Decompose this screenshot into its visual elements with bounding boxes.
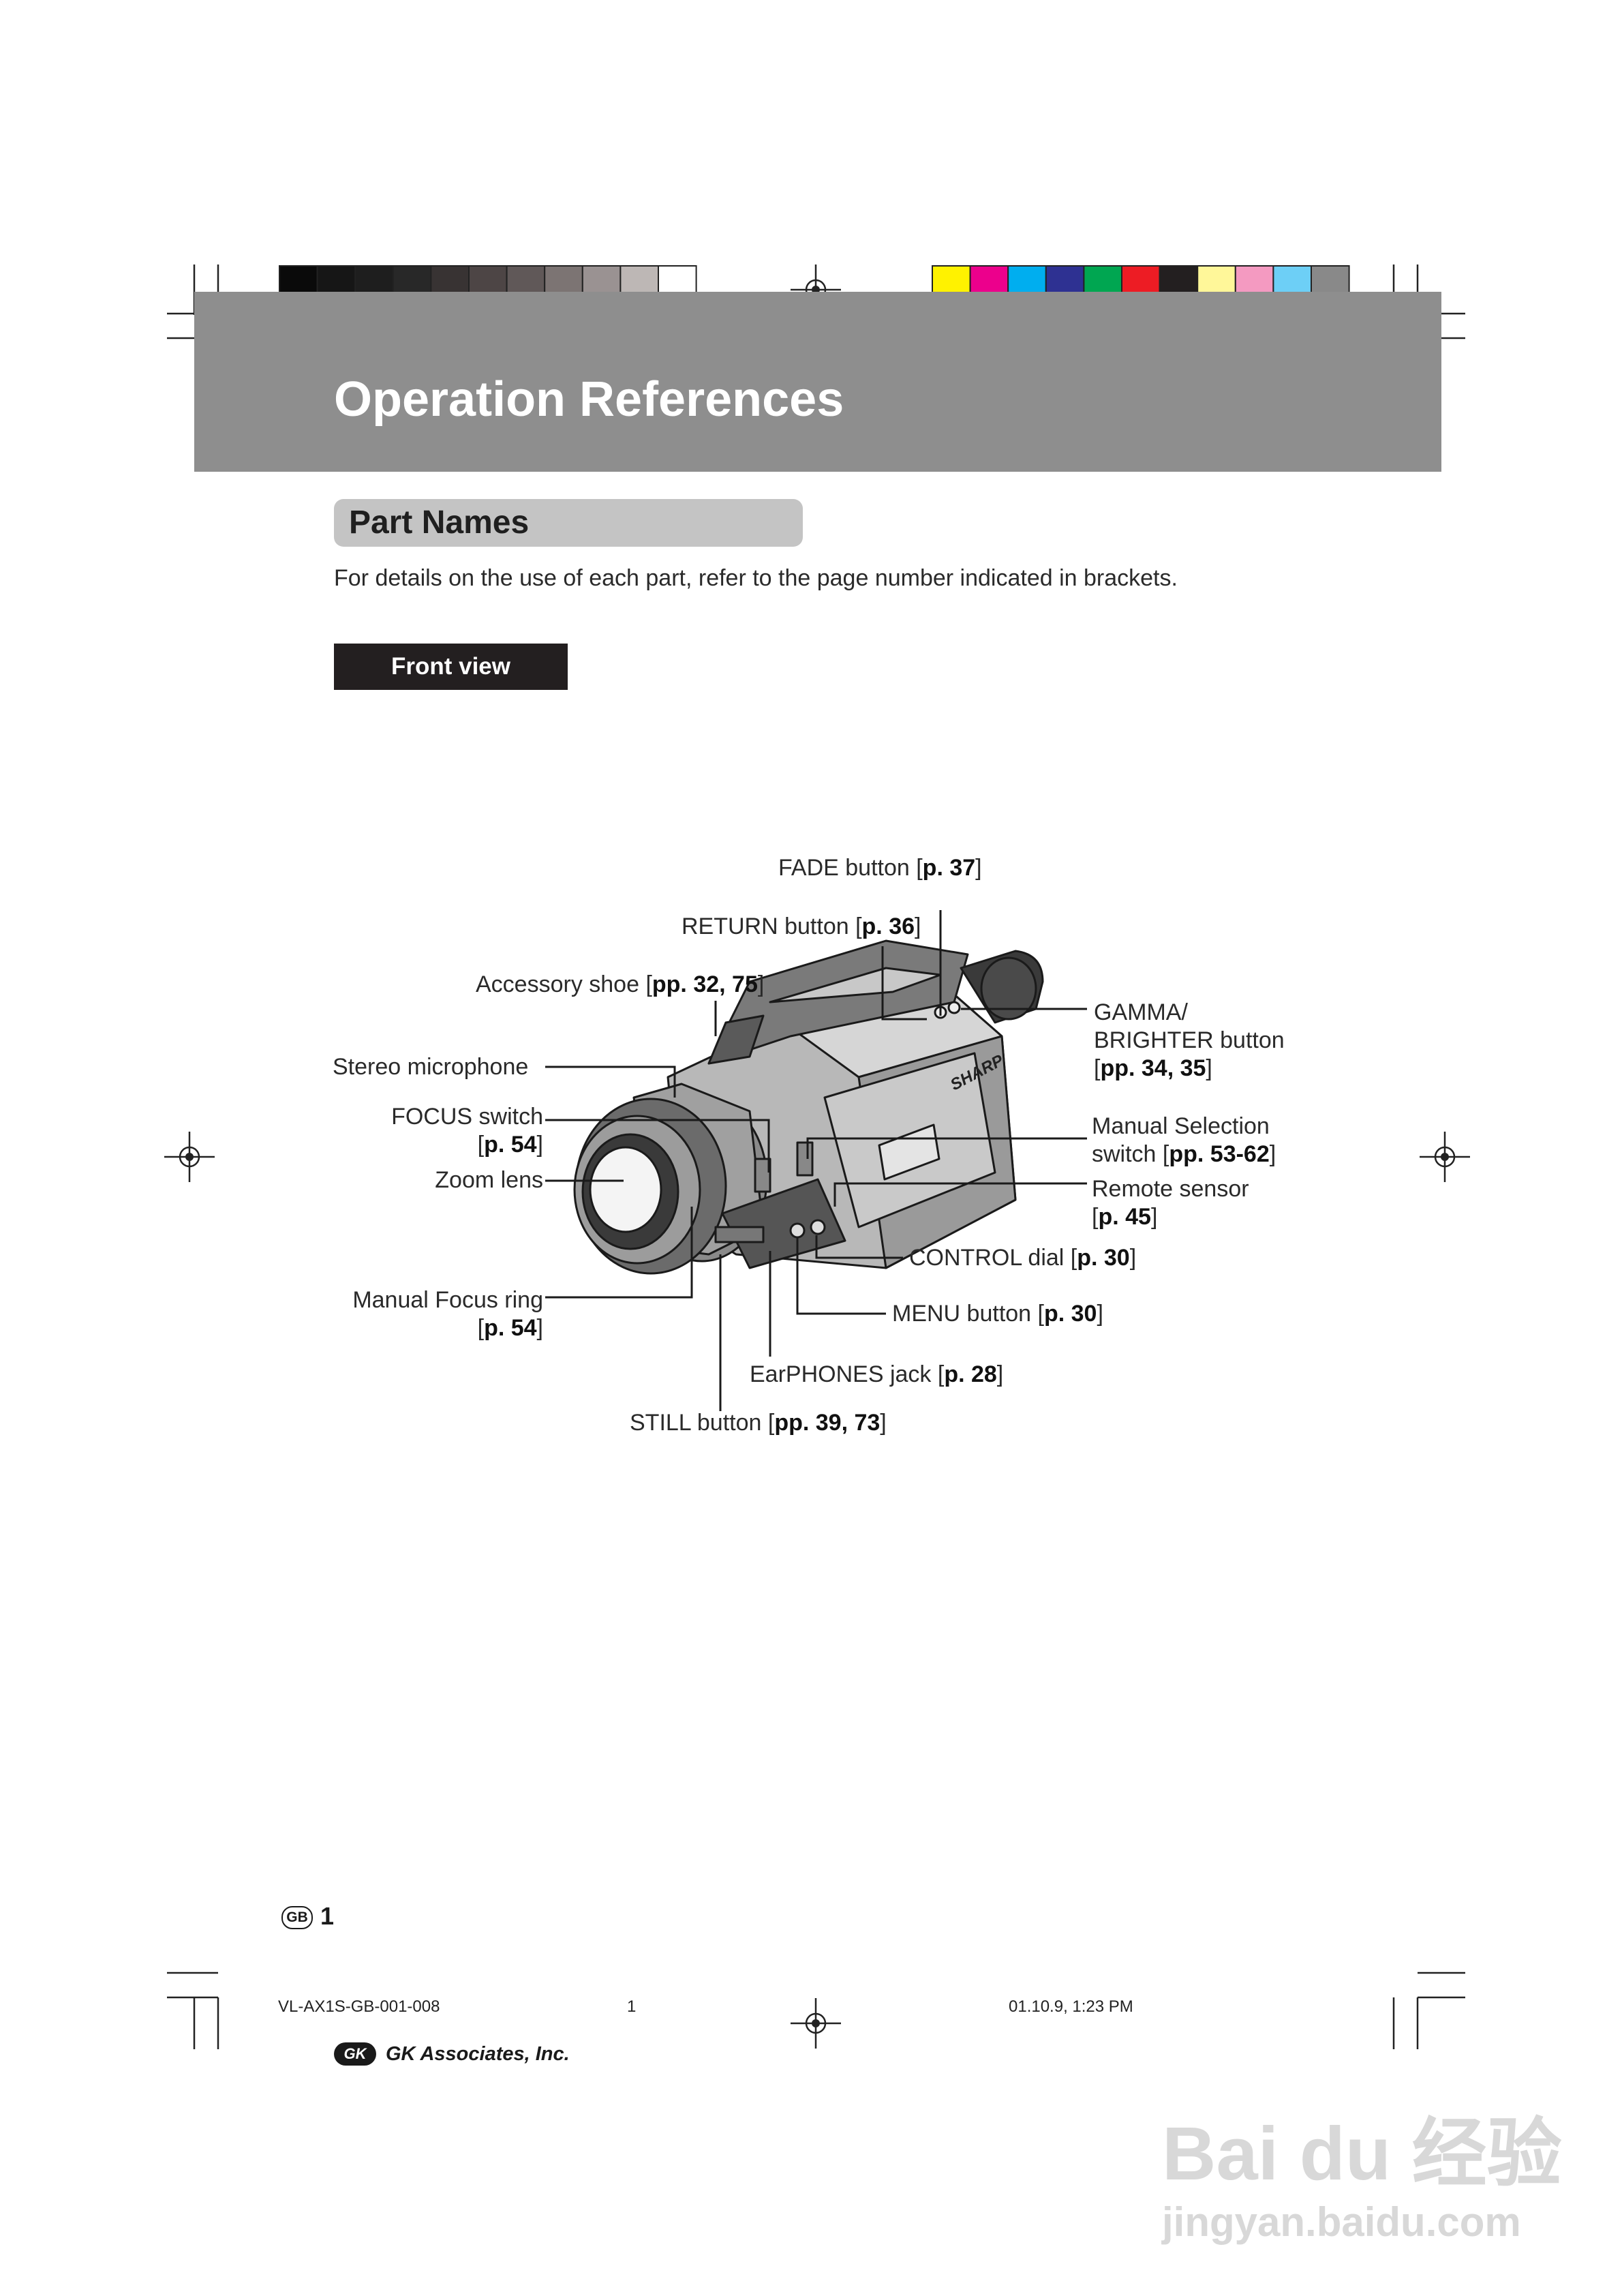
label-focus-switch: FOCUS switch [p. 54] <box>391 1104 543 1158</box>
label-stereo-microphone: Stereo microphone <box>333 1054 529 1080</box>
label-manual-selection-switch: Manual Selection switch [pp. 53-62] <box>1092 1113 1276 1167</box>
label-menu-button: MENU button [p. 30] <box>892 1301 1103 1327</box>
page-title: Operation References <box>334 372 844 427</box>
leader-lines <box>545 910 1087 1411</box>
intro-text: For details on the use of each part, ref… <box>334 565 1178 591</box>
label-remote-sensor: Remote sensor [p. 45] <box>1092 1176 1249 1230</box>
label-fade-button: FADE button [p. 37] <box>778 855 982 881</box>
watermark-logo: Bai du 经验 <box>1162 2112 1562 2196</box>
label-gamma-brighter-button: GAMMA/ BRIGHTER button [pp. 34, 35] <box>1094 999 1285 1081</box>
label-zoom-lens: Zoom lens <box>435 1167 543 1193</box>
section-pill <box>334 499 803 547</box>
page-number: 1 <box>320 1902 335 1930</box>
label-manual-focus-ring: Manual Focus ring [p. 54] <box>352 1287 543 1341</box>
region-badge: GB <box>281 1906 313 1929</box>
doc-id: VL-AX1S-GB-001-008 <box>278 1997 440 2016</box>
company-name: GK Associates, Inc. <box>386 2043 570 2065</box>
header-bar <box>194 292 1441 472</box>
gk-logo: GK <box>334 2042 376 2066</box>
label-still-button: STILL button [pp. 39, 73] <box>630 1410 887 1436</box>
label-return-button: RETURN button [p. 36] <box>682 913 921 939</box>
print-timestamp: 01.10.9, 1:23 PM <box>1009 1997 1133 2016</box>
print-page: 1 <box>627 1997 637 2016</box>
label-accessory-shoe: Accessory shoe [pp. 32, 75] <box>476 971 765 997</box>
label-earphones-jack: EarPHONES jack [p. 28] <box>750 1361 1004 1387</box>
watermark-url: jingyan.baidu.com <box>1162 2199 1521 2245</box>
view-label: Front view <box>334 644 568 690</box>
label-control-dial: CONTROL dial [p. 30] <box>909 1245 1137 1271</box>
section-title: Part Names <box>349 504 530 541</box>
